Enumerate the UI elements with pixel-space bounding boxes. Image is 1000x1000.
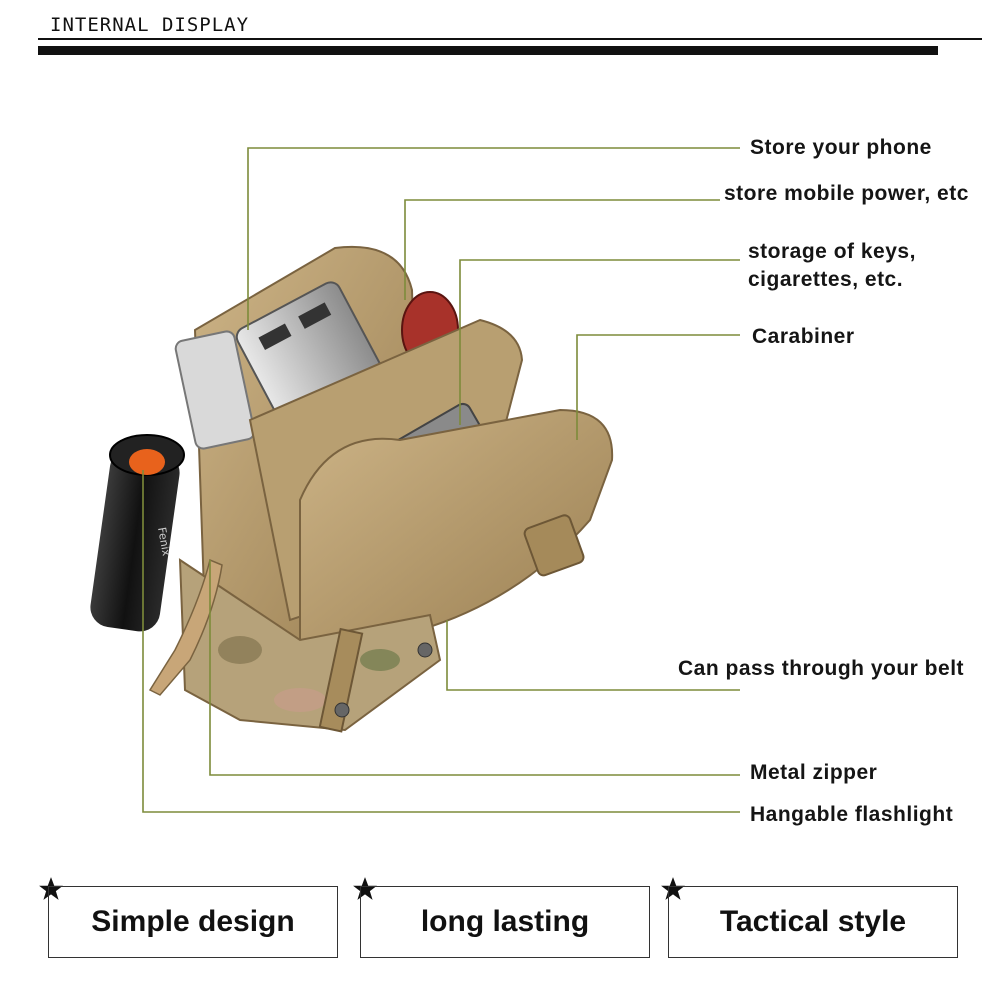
leader-power bbox=[404, 199, 720, 300]
snap-button-2 bbox=[417, 642, 433, 658]
leader-keys bbox=[459, 259, 740, 425]
leader-phone bbox=[247, 147, 740, 330]
callout-hangable-flashlight: Hangable flashlight bbox=[750, 803, 954, 826]
star-icon bbox=[661, 877, 685, 900]
leader-flashlight bbox=[142, 470, 740, 813]
pouch-front-pocket bbox=[299, 408, 614, 652]
feature-simple-design: Simple design bbox=[48, 886, 338, 958]
molle-strap bbox=[318, 627, 364, 733]
star-icon bbox=[39, 877, 63, 900]
feature-long-lasting: long lasting bbox=[360, 886, 650, 958]
star-icon bbox=[353, 877, 377, 900]
callout-belt: Can pass through your belt bbox=[678, 657, 965, 680]
header-bar bbox=[38, 46, 938, 55]
flashlight-brand: Fenix bbox=[155, 526, 173, 557]
pouch-camo-base bbox=[178, 558, 442, 732]
section-title: INTERNAL DISPLAY bbox=[50, 14, 250, 36]
snap-button bbox=[334, 702, 350, 718]
leader-belt bbox=[446, 620, 740, 691]
carabiner-loop bbox=[523, 514, 585, 577]
flashlight: Fenix bbox=[90, 434, 185, 632]
header-rule bbox=[38, 38, 982, 40]
callout-metal-zipper: Metal zipper bbox=[750, 761, 878, 784]
callout-keys-cigarettes: storage of keys, cigarettes, etc. bbox=[748, 240, 916, 291]
zipper-pull bbox=[148, 558, 223, 696]
header-bar-wedge bbox=[900, 46, 938, 55]
feature-tactical-style: Tactical style bbox=[668, 886, 958, 958]
leader-carabiner bbox=[576, 334, 740, 440]
callout-carabiner: Carabiner bbox=[752, 325, 855, 348]
phone bbox=[174, 330, 256, 450]
callout-mobile-power: store mobile power, etc bbox=[724, 182, 969, 205]
leader-lines bbox=[142, 147, 740, 813]
callout-store-phone: Store your phone bbox=[750, 136, 932, 159]
leader-zipper bbox=[209, 560, 740, 776]
